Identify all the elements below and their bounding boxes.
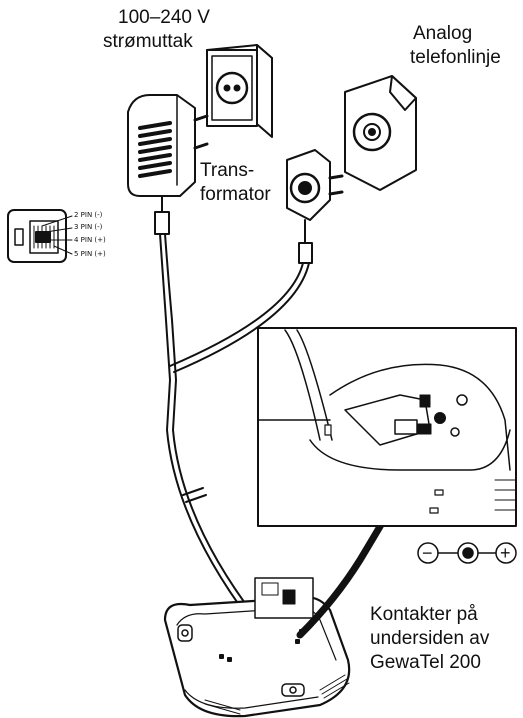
polarity-symbol: [417, 542, 517, 564]
power-cable: [154, 195, 257, 621]
contacts-label-1: Kontakter på: [370, 604, 478, 625]
base-unit: [163, 577, 351, 718]
contacts-label-2: undersiden av: [370, 628, 490, 649]
telephone-socket: [344, 75, 417, 191]
analog-label: Analog: [413, 23, 473, 44]
contacts-label-3: GewaTel 200: [370, 652, 481, 673]
voltage-label: 100–240 V: [118, 7, 210, 28]
polarity-plus: +: [500, 543, 511, 563]
rj-pinout: [7, 209, 73, 263]
transformer-label-2: formator: [200, 184, 271, 205]
pin-label: 5 PIN (+): [74, 250, 106, 258]
wall-socket: [206, 44, 273, 138]
arrow-curve: [296, 514, 389, 639]
pin-label: 2 PIN (-): [74, 211, 103, 219]
phone-line-label: telefonlinje: [410, 47, 501, 68]
detail-inset: [257, 327, 517, 527]
cable-break: [182, 487, 207, 503]
pin-label: 4 PIN (+): [74, 236, 106, 244]
socket-label: strømuttak: [103, 31, 193, 52]
phone-cable: [169, 242, 313, 373]
phone-adapter: [286, 149, 344, 244]
pin-label: 3 PIN (-): [74, 223, 103, 231]
transformer: [127, 94, 209, 197]
transformer-label-1: Trans-: [200, 160, 255, 181]
polarity-minus: −: [422, 543, 433, 563]
